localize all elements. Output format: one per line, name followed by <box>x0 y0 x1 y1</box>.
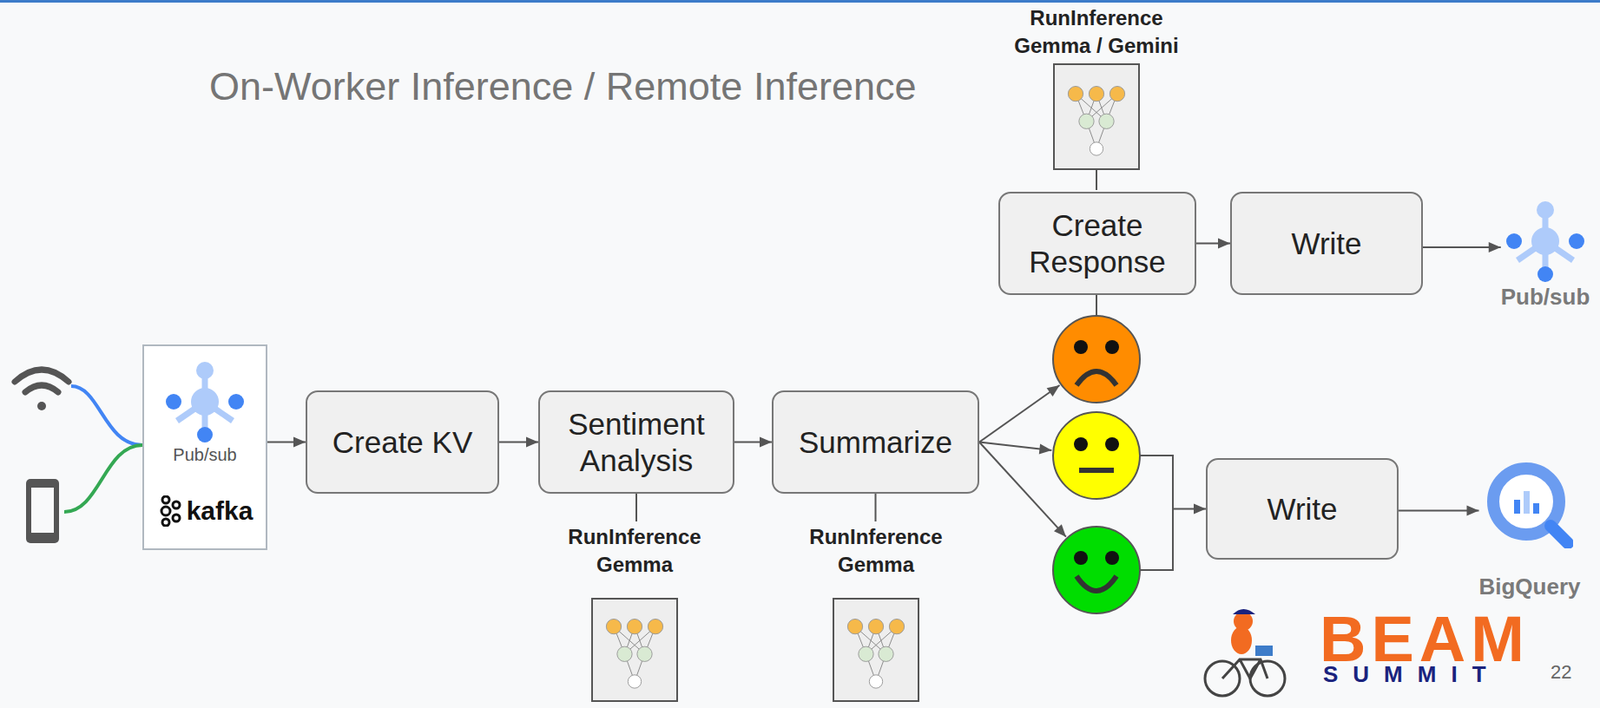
arrow-head <box>293 437 306 448</box>
arrow-head <box>1488 242 1502 253</box>
model-icon <box>832 598 920 703</box>
model-label: RunInference Gemma <box>784 523 968 580</box>
box-label: Write <box>1290 225 1362 263</box>
model-label: RunInference Gemma / Gemini <box>1005 4 1188 60</box>
negative-face <box>1053 316 1140 403</box>
connector <box>875 493 876 522</box>
connector <box>499 437 539 448</box>
network-glyph <box>592 606 677 694</box>
connector <box>1096 170 1098 191</box>
model-icon <box>1053 63 1140 171</box>
phone-icon <box>26 479 60 544</box>
process-box: Create KV <box>305 390 500 494</box>
box-label: Write <box>1266 491 1337 528</box>
connector <box>267 437 306 448</box>
neutral-face <box>1053 412 1140 500</box>
arrow-head <box>759 437 772 448</box>
connector-line <box>875 493 877 522</box>
pubsub-icon <box>1501 199 1589 284</box>
connector <box>1196 238 1231 250</box>
connector <box>636 493 638 522</box>
wifi-icon <box>14 369 69 411</box>
process-box: Write <box>1230 191 1423 296</box>
connector <box>1398 506 1479 517</box>
top-bar <box>0 0 1600 3</box>
process-box: Sentiment Analysis <box>538 390 735 494</box>
model-node: RunInference Gemma / Gemini <box>1005 4 1188 171</box>
arrow-head <box>1046 385 1061 397</box>
network-glyph <box>834 606 918 694</box>
connector-line <box>979 385 1061 442</box>
connector <box>734 437 772 448</box>
connector-line <box>635 493 638 522</box>
model-node: RunInference Gemma <box>784 523 968 703</box>
arrow-head <box>1053 524 1067 537</box>
model-node: RunInference Gemma <box>543 523 726 703</box>
arrow-head <box>1039 444 1053 455</box>
process-box: Summarize <box>771 390 980 494</box>
kafka-logo: kafka <box>144 495 266 527</box>
model-icon <box>591 598 679 703</box>
box-label: Summarize <box>798 424 953 461</box>
process-box: Write <box>1205 458 1399 560</box>
source-box: Pub/sub kafka <box>142 344 268 551</box>
logo-subtext: SUMMIT <box>1323 663 1502 686</box>
connector-line <box>1095 170 1098 191</box>
kafka-glyph <box>157 495 184 527</box>
service-label: BigQuery <box>1478 574 1581 600</box>
logo-text: BEAM <box>1319 607 1530 672</box>
positive-face <box>1053 526 1140 614</box>
box-label: Sentiment Analysis <box>548 406 725 480</box>
network-glyph <box>1054 73 1139 161</box>
box-label: Create KV <box>332 424 473 461</box>
phone-wire <box>64 445 143 513</box>
service-label: Pub/sub <box>144 445 266 466</box>
arrow-head <box>526 437 539 448</box>
model-label: RunInference Gemma <box>543 523 726 580</box>
pubsub-icon <box>161 360 249 448</box>
service-label: kafka <box>186 496 254 527</box>
connector <box>1422 242 1502 253</box>
pubsub-node: Pub/sub <box>1501 199 1591 310</box>
connector-line <box>1095 295 1098 317</box>
arrow-head <box>1466 506 1479 517</box>
slide-number: 22 <box>1550 663 1572 683</box>
wifi-wire <box>71 386 143 446</box>
bigquery-node: BigQuery <box>1478 461 1581 600</box>
slide-title: On-Worker Inference / Remote Inference <box>209 64 917 110</box>
process-box: Create Response <box>998 191 1197 296</box>
cyclist-mascot <box>1204 609 1285 697</box>
arrow-head <box>1193 504 1206 515</box>
bigquery-icon <box>1486 461 1574 549</box>
connector-line <box>1139 455 1173 571</box>
arrow-head <box>1218 238 1231 250</box>
box-label: Create Response <box>1008 207 1186 281</box>
service-label: Pub/sub <box>1501 284 1591 310</box>
